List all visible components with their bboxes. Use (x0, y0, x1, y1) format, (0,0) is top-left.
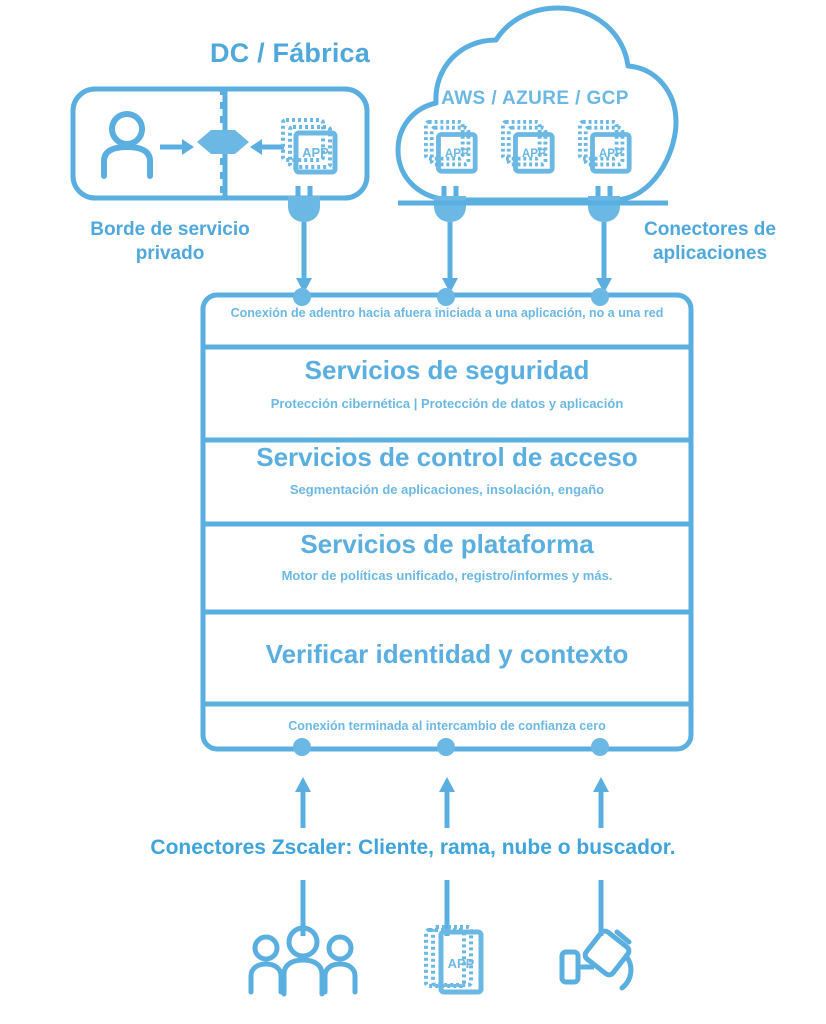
stack-top-caption: Conexión de adentro hacia afuera iniciad… (230, 306, 664, 320)
app-connectors-label: Conectores de aplicaciones (644, 219, 776, 264)
app-document-icon: APP (424, 924, 486, 1000)
user-person-icon (100, 110, 154, 180)
app-chip-label: APP (522, 148, 546, 160)
user-to-firewall-arrow (160, 136, 196, 158)
private-service-edge-label: Borde de servicio privado (90, 219, 250, 264)
iot-device-icon (559, 926, 640, 998)
app-chip-label: APP (302, 145, 329, 160)
app-chip-icon-dc: APP (281, 118, 339, 176)
dc-factory-title: DC / Fábrica (210, 38, 370, 68)
app-chip-label: APP (445, 148, 469, 160)
stack-heading-access-control: Servicios de control de acceso (256, 442, 638, 472)
plug-connector-1 (283, 186, 325, 226)
down-arrow-1 (295, 222, 313, 294)
cloud-providers-label: AWS / AZURE / GCP (441, 88, 629, 109)
app-to-firewall-arrow (248, 136, 284, 158)
app-document-label: APP (448, 956, 475, 971)
zero-trust-exchange-stack (200, 288, 694, 756)
app-chip-label: APP (599, 148, 623, 160)
stack-heading-platform: Servicios de plataforma (300, 529, 594, 559)
stack-sub-security: Protección cibernética | Protección de d… (270, 396, 624, 411)
zscaler-connectors-label: Conectores Zscaler: Cliente, rama, nube … (150, 836, 676, 859)
public-cloud-shape (392, 4, 682, 204)
up-arrow-3 (592, 776, 610, 828)
up-arrow-1 (294, 776, 312, 828)
app-chip-icon-cloud-3: APP (578, 120, 634, 176)
app-chip-icon-cloud-1: APP (424, 120, 480, 176)
app-chip-icon-cloud-2: APP (500, 120, 557, 176)
stack-sub-access-control: Segmentación de aplicaciones, insolación… (289, 482, 605, 497)
firewall-boundary-icon (193, 88, 253, 196)
down-arrow-2 (441, 222, 459, 294)
up-arrow-2 (438, 776, 456, 828)
down-arrow-3 (595, 222, 613, 294)
stack-heading-security: Servicios de seguridad (304, 355, 590, 385)
cloud-plug-busline (398, 199, 668, 207)
users-group-icon (248, 925, 358, 998)
stack-heading-verify-identity: Verificar identidad y contexto (265, 639, 629, 669)
stack-sub-platform: Motor de políticas unificado, registro/i… (281, 568, 613, 583)
stack-bottom-caption: Conexión terminada al intercambio de con… (288, 719, 606, 733)
stem-line-2 (443, 880, 451, 936)
stem-line-3 (597, 880, 605, 936)
